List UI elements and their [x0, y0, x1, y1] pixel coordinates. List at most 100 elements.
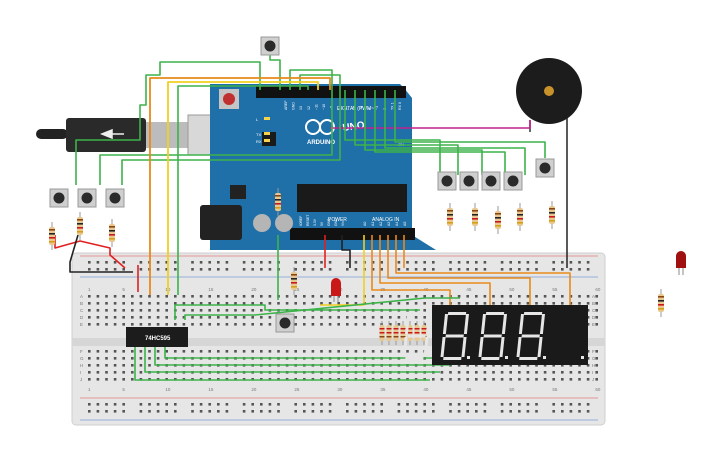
breadboard-hole[interactable]: [191, 309, 194, 312]
breadboard-hole[interactable]: [483, 295, 487, 298]
breadboard-hole[interactable]: [475, 378, 478, 381]
display-resistor[interactable]: [393, 321, 399, 345]
breadboard-hole[interactable]: [225, 350, 229, 353]
rail-hole[interactable]: [225, 410, 229, 413]
breadboard-hole[interactable]: [105, 295, 108, 298]
breadboard-hole[interactable]: [406, 302, 409, 305]
breadboard-hole[interactable]: [578, 295, 581, 298]
breadboard-hole[interactable]: [311, 323, 315, 326]
rail-hole[interactable]: [518, 410, 521, 413]
rail-hole[interactable]: [578, 403, 581, 406]
breadboard-hole[interactable]: [260, 323, 263, 326]
breadboard-hole[interactable]: [174, 295, 177, 298]
rail-hole[interactable]: [294, 268, 297, 271]
rail-hole[interactable]: [475, 261, 478, 264]
rail-hole[interactable]: [328, 403, 332, 406]
breadboard-hole[interactable]: [346, 323, 349, 326]
rail-hole[interactable]: [569, 403, 573, 406]
breadboard-hole[interactable]: [320, 302, 323, 305]
breadboard-hole[interactable]: [363, 323, 366, 326]
rail-hole[interactable]: [260, 268, 263, 271]
push-button[interactable]: [77, 188, 97, 208]
rail-hole[interactable]: [191, 268, 194, 271]
breadboard-hole[interactable]: [440, 302, 444, 305]
rail-hole[interactable]: [320, 410, 323, 413]
breadboard-hole[interactable]: [165, 302, 168, 305]
resistor[interactable]: [291, 267, 297, 295]
push-button[interactable]: [535, 158, 555, 178]
rail-hole[interactable]: [294, 410, 297, 413]
breadboard-hole[interactable]: [156, 357, 160, 360]
rail-hole[interactable]: [105, 410, 108, 413]
breadboard-hole[interactable]: [569, 295, 573, 298]
rail-hole[interactable]: [569, 268, 573, 271]
breadboard-hole[interactable]: [509, 378, 512, 381]
breadboard-hole[interactable]: [96, 357, 100, 360]
breadboard-hole[interactable]: [483, 378, 487, 381]
breadboard-hole[interactable]: [156, 323, 160, 326]
resistor[interactable]: [275, 188, 281, 216]
breadboard-hole[interactable]: [569, 364, 573, 367]
breadboard-hole[interactable]: [509, 371, 512, 374]
rail-hole[interactable]: [96, 410, 100, 413]
breadboard-hole[interactable]: [414, 350, 418, 353]
rail-hole[interactable]: [457, 268, 461, 271]
breadboard-hole[interactable]: [88, 295, 91, 298]
breadboard-hole[interactable]: [578, 371, 581, 374]
breadboard-hole[interactable]: [518, 295, 521, 298]
breadboard-hole[interactable]: [578, 378, 581, 381]
wire-green-bottom-3[interactable]: [154, 345, 450, 366]
breadboard-hole[interactable]: [543, 364, 547, 367]
rail-hole[interactable]: [156, 410, 160, 413]
breadboard-hole[interactable]: [208, 323, 211, 326]
wire-green-bottom-5[interactable]: [174, 304, 420, 320]
breadboard-hole[interactable]: [552, 302, 555, 305]
wire-green-10[interactable]: [177, 85, 309, 295]
rail-hole[interactable]: [105, 261, 108, 264]
spare-red-led[interactable]: [676, 251, 686, 275]
breadboard-hole[interactable]: [518, 364, 521, 367]
breadboard-hole[interactable]: [285, 350, 289, 353]
wires[interactable]: [54, 55, 571, 381]
wire-orange-a2[interactable]: [387, 235, 531, 305]
breadboard-hole[interactable]: [535, 364, 538, 367]
wire-green-bottom-4[interactable]: [164, 345, 460, 359]
rail-hole[interactable]: [500, 410, 504, 413]
rail-hole[interactable]: [122, 403, 125, 406]
breadboard-hole[interactable]: [440, 371, 444, 374]
breadboard-hole[interactable]: [432, 302, 435, 305]
rail-hole[interactable]: [406, 403, 409, 406]
breadboard-hole[interactable]: [311, 316, 315, 319]
rail-hole[interactable]: [346, 410, 349, 413]
rail-hole[interactable]: [320, 268, 323, 271]
rail-hole[interactable]: [509, 403, 512, 406]
breadboard-hole[interactable]: [509, 295, 512, 298]
breadboard-hole[interactable]: [96, 309, 100, 312]
breadboard-hole[interactable]: [346, 316, 349, 319]
breadboard-hole[interactable]: [251, 323, 254, 326]
rail-hole[interactable]: [105, 403, 108, 406]
rail-hole[interactable]: [303, 410, 306, 413]
breadboard-hole[interactable]: [423, 302, 426, 305]
breadboard-hole[interactable]: [414, 316, 418, 319]
breadboard-hole[interactable]: [346, 302, 349, 305]
rail-hole[interactable]: [449, 403, 452, 406]
rail-hole[interactable]: [294, 261, 297, 264]
wire-green-7[interactable]: [384, 90, 526, 175]
rail-hole[interactable]: [191, 261, 194, 264]
rail-hole[interactable]: [466, 261, 469, 264]
breadboard-hole[interactable]: [122, 316, 125, 319]
rail-hole[interactable]: [242, 261, 246, 264]
breadboard-hole[interactable]: [199, 309, 203, 312]
breadboard-hole[interactable]: [139, 357, 143, 360]
breadboard-hole[interactable]: [88, 350, 91, 353]
breadboard-hole[interactable]: [234, 302, 237, 305]
rail-hole[interactable]: [88, 268, 91, 271]
breadboard-hole[interactable]: [217, 295, 220, 298]
rail-hole[interactable]: [174, 268, 177, 271]
breadboard-hole[interactable]: [354, 295, 358, 298]
breadboard-hole[interactable]: [165, 309, 168, 312]
breadboard-hole[interactable]: [113, 350, 117, 353]
breadboard-hole[interactable]: [354, 316, 358, 319]
